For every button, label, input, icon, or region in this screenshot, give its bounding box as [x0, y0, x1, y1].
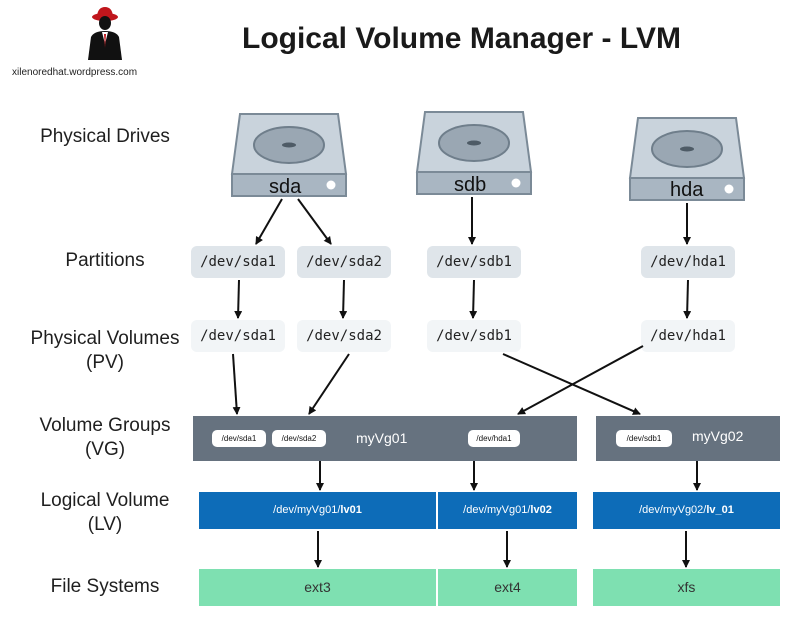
- page-title: Logical Volume Manager - LVM: [242, 22, 681, 55]
- pv-box: /dev/sdb1: [427, 320, 521, 352]
- lv-name: lv_01: [706, 504, 734, 516]
- pv-box: /dev/sda2: [297, 320, 391, 352]
- partition-box: /dev/sda2: [297, 246, 391, 278]
- logo-icon: [88, 7, 122, 60]
- arrow: [234, 279, 243, 319]
- arrow: [517, 345, 644, 415]
- pv-box: /dev/sda1: [191, 320, 285, 352]
- arrow: [469, 279, 478, 319]
- lv-name: lv01: [340, 504, 362, 516]
- filesystem-box: ext3: [199, 569, 436, 606]
- arrow: [255, 198, 283, 245]
- logical-volume-box: /dev/myVg01/lv01: [199, 492, 436, 529]
- row-label-lv: Logical Volume (LV): [40, 490, 170, 535]
- lv-path-prefix: /dev/myVg01/: [463, 504, 531, 516]
- pv-box: /dev/hda1: [641, 320, 735, 352]
- filesystem-box: ext4: [438, 569, 577, 606]
- partition-box: /dev/sda1: [191, 246, 285, 278]
- row-label-pv: Physical Volumes (PV): [30, 328, 180, 373]
- lv-path-prefix: /dev/myVg01/: [273, 504, 341, 516]
- vg-member-chip: /dev/sda1: [212, 430, 266, 447]
- hard-drive-icon: [230, 113, 348, 197]
- vg-member-chip: /dev/hda1: [468, 430, 520, 447]
- hard-drive-icon: [628, 117, 746, 201]
- arrow: [232, 353, 241, 415]
- row-label-fs: File Systems: [50, 576, 160, 597]
- row-label-partitions: Partitions: [65, 250, 145, 271]
- arrow: [339, 279, 348, 319]
- site-url: xilenoredhat.wordpress.com: [12, 67, 138, 78]
- partition-box: /dev/sdb1: [427, 246, 521, 278]
- arrow: [308, 353, 350, 415]
- logical-volume-box: /dev/myVg01/lv02: [438, 492, 577, 529]
- drive-label: sda: [269, 176, 302, 198]
- arrow: [683, 279, 692, 319]
- vg-name: myVg01: [356, 430, 408, 446]
- row-label-drives: Physical Drives: [40, 126, 170, 147]
- vg-name: myVg02: [692, 428, 744, 444]
- vg-member-chip: /dev/sdb1: [616, 430, 672, 447]
- hard-drive-icon: [415, 111, 533, 195]
- lv-name: lv02: [530, 504, 552, 516]
- logical-volume-box: /dev/myVg02/lv_01: [593, 492, 780, 529]
- vg-member-chip: /dev/sda2: [272, 430, 326, 447]
- row-label-vg: Volume Groups (VG): [39, 415, 171, 460]
- partition-box: /dev/hda1: [641, 246, 735, 278]
- drive-label: hda: [670, 179, 704, 201]
- arrow: [297, 198, 332, 245]
- filesystem-box: xfs: [593, 569, 780, 606]
- lv-path-prefix: /dev/myVg02/: [639, 504, 707, 516]
- drive-label: sdb: [454, 174, 487, 196]
